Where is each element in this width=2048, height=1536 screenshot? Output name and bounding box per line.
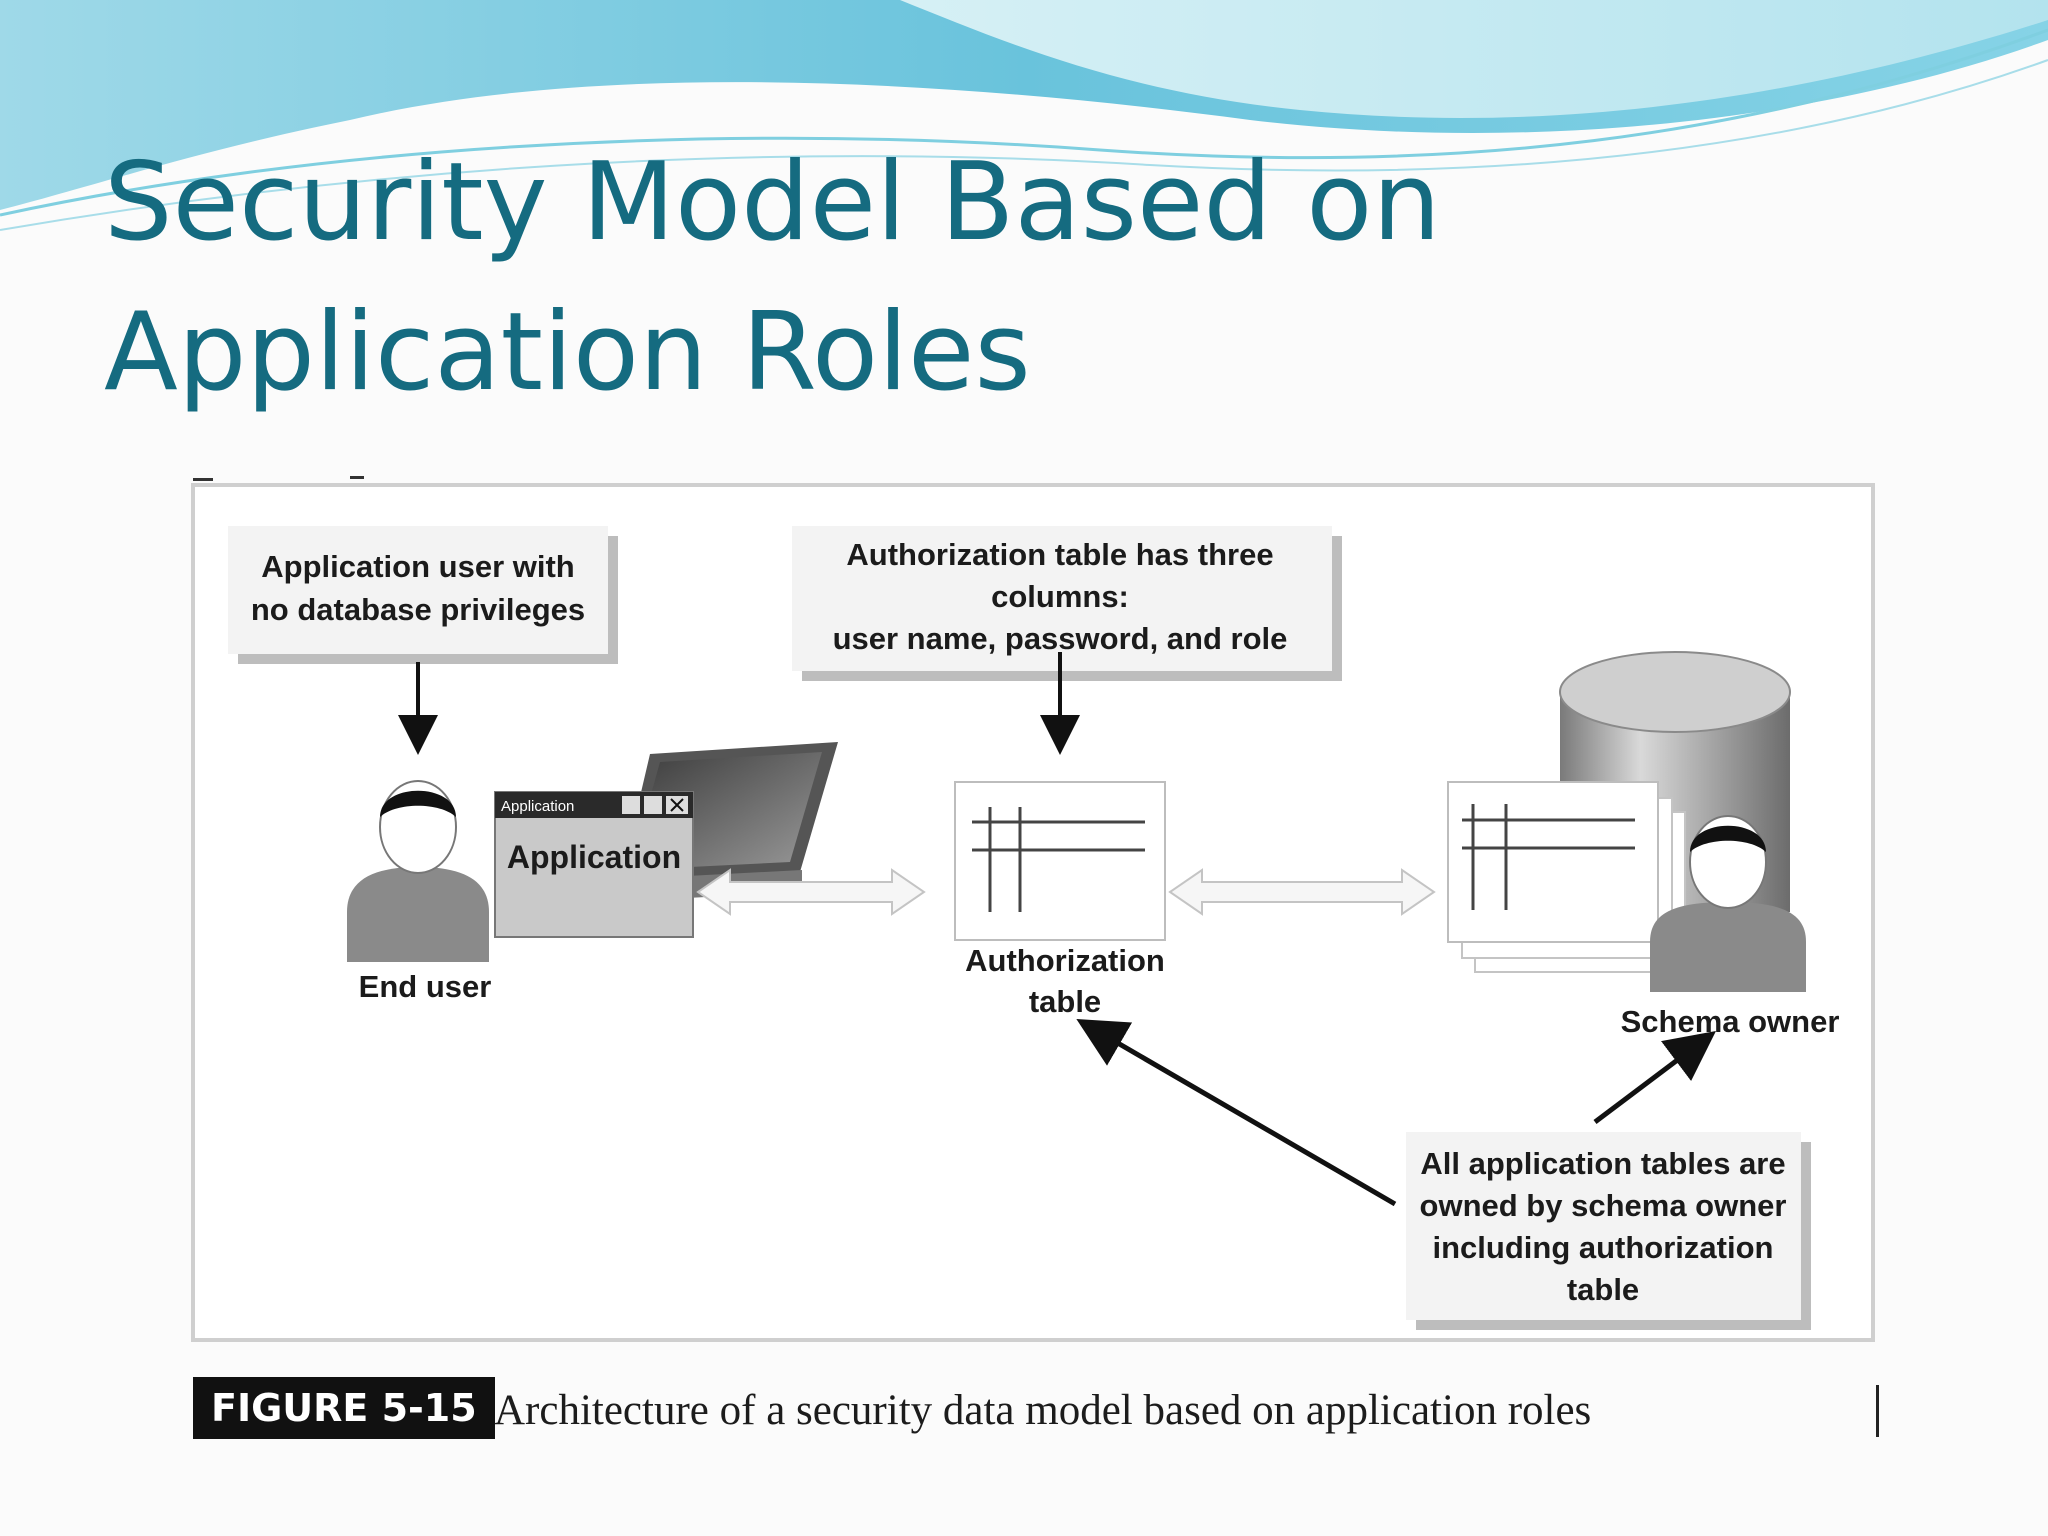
callout-owner-line2: owned by schema owner [1420,1188,1787,1223]
schema-owner-icon [1650,815,1806,992]
end-user-icon [347,780,489,962]
arrow-to-auth-table-label [1076,1018,1397,1207]
double-arrow-auth-schema [1168,868,1436,916]
application-window: Application Application [494,791,694,938]
slide-title-line1: Security Model Based on [104,140,1441,265]
header-wave-decoration [0,0,2048,231]
callout-auth-line1: Authorization table has three [846,537,1273,572]
window-maximize-icon [644,796,662,814]
double-arrow-app-auth [696,868,926,916]
schema-owner-label: Schema owner [1621,1004,1840,1039]
caption-margin-bar [1876,1385,1879,1437]
scan-margin-mark [193,478,213,481]
schema-tables-icon [1447,781,1686,973]
figure-caption: Architecture of a security data model ba… [494,1387,1592,1434]
callout-schema-owner: All application tables are owned by sche… [1406,1132,1811,1330]
application-window-label: Application [507,839,681,875]
callout-auth-line3: user name, password, and role [833,621,1288,656]
architecture-figure: Application user with no database privil… [190,482,1880,1352]
window-minimize-icon [622,796,640,814]
arrow-to-schema-owner [1593,1030,1716,1124]
callout-user-line2: no database privileges [251,592,585,627]
window-titlebar-label: Application [501,798,574,815]
callout-owner-line3: including authorization [1433,1230,1774,1265]
callout-user-line1: Application user with [261,549,574,584]
end-user-label: End user [359,969,492,1004]
authorization-table-label-line1: Authorization [965,943,1165,978]
slide-title-line2: Application Roles [104,290,1031,415]
callout-owner-line1: All application tables are [1420,1146,1785,1181]
figure-number-tag: FIGURE 5-15 [193,1377,495,1439]
callout-authorization-table: Authorization table has three columns: u… [792,526,1342,681]
slide-title: Security Model Based on Application Role… [104,128,1604,428]
callout-auth-line2: columns: [991,579,1129,614]
scan-margin-mark [350,476,364,479]
authorization-table-icon [954,781,1166,941]
callout-application-user: Application user with no database privil… [228,526,618,664]
authorization-table-label-line2: table [1029,984,1101,1019]
callout-owner-line4: table [1567,1272,1639,1307]
